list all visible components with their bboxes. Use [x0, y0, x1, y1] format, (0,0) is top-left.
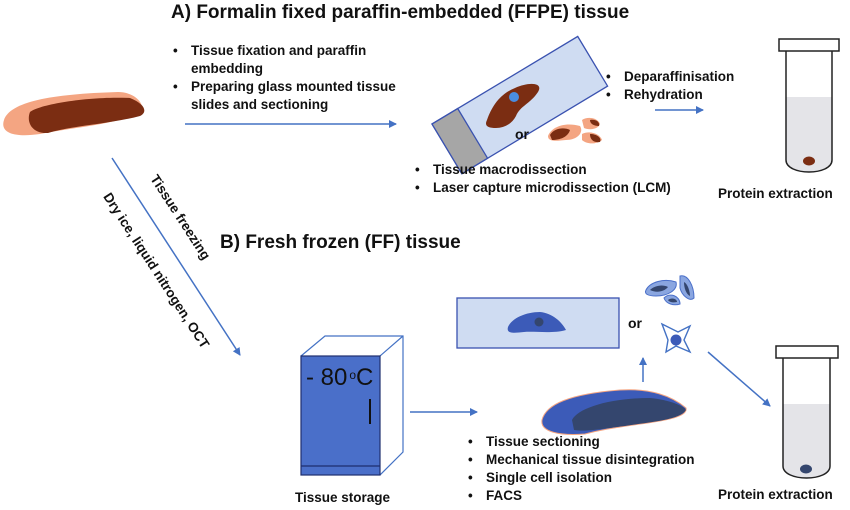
ff-processing-step: Tissue sectioning	[466, 433, 756, 451]
ff-processing-step: FACS	[466, 487, 756, 505]
ffpe-tube-icon	[778, 38, 840, 173]
ffpe-dissection-step: Laser capture microdissection (LCM)	[413, 179, 683, 197]
ffpe-dissection-steps: Tissue macrodissection Laser capture mic…	[413, 161, 683, 197]
ffpe-section-title: A) Formalin fixed paraffin-embedded (FFP…	[171, 2, 630, 23]
ff-tissue-icon	[541, 389, 687, 435]
ffpe-or-label: or	[515, 126, 529, 142]
ffpe-preparation-step: Preparing glass mounted tissue slides an…	[171, 78, 411, 114]
ffpe-processing-steps: Deparaffinisation Rehydration	[604, 68, 784, 104]
arrow-freezing	[111, 157, 241, 356]
ff-tube-icon	[775, 345, 839, 479]
ffpe-processing-step: Deparaffinisation	[604, 68, 784, 86]
ffpe-preparation-step: Tissue fixation and paraffin embedding	[171, 42, 411, 78]
ffpe-processing-step: Rehydration	[604, 86, 784, 104]
degree-symbol: o	[349, 368, 357, 382]
storage-label: Tissue storage	[295, 490, 391, 505]
ffpe-preparation-steps: Tissue fixation and paraffin embedding P…	[171, 42, 411, 114]
dissected-fragments-icon	[548, 117, 602, 144]
single-cell-icon	[660, 322, 692, 354]
ff-endpoint-label: Protein extraction	[718, 487, 833, 502]
ffpe-section-icon	[486, 83, 540, 128]
freezer-temp-value: - 80	[306, 364, 348, 391]
freezer-icon	[300, 335, 404, 476]
ff-processing-step: Single cell isolation	[466, 469, 756, 487]
ff-slide-icon	[456, 297, 620, 349]
ffpe-dissection-step: Tissue macrodissection	[413, 161, 683, 179]
ff-processing-steps: Tissue sectioning Mechanical tissue disi…	[466, 433, 756, 505]
arrow-to-tube-ff	[707, 351, 771, 407]
ffpe-endpoint-label: Protein extraction	[718, 186, 833, 201]
source-tissue-icon	[3, 92, 145, 136]
freezer-temp-unit: C	[356, 364, 374, 391]
ff-or-label: or	[628, 315, 642, 331]
ff-section-title: B) Fresh frozen (FF) tissue	[220, 232, 461, 253]
ff-processing-step: Mechanical tissue disintegration	[466, 451, 756, 469]
isolated-cells-icon	[645, 275, 695, 306]
